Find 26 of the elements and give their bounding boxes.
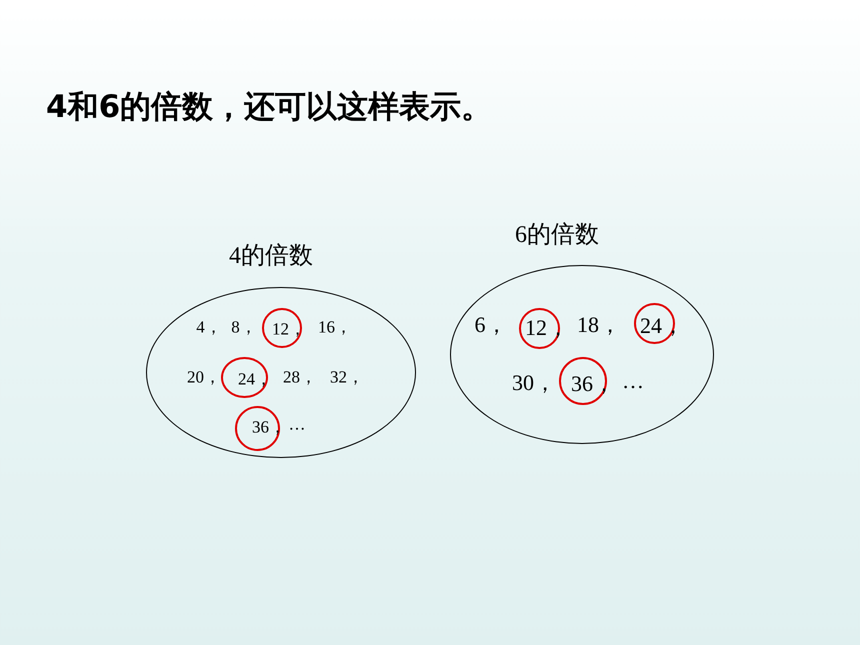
number-circle: [634, 303, 675, 344]
number-circle: [519, 308, 560, 349]
number-circle: [235, 406, 280, 451]
number-text: 8，: [231, 318, 257, 336]
number-circle: [262, 308, 302, 348]
number-text: 12，: [272, 320, 306, 338]
number-text: …: [622, 370, 644, 392]
set-heading: 6的倍数: [515, 223, 599, 247]
number-text: 36，: [571, 373, 615, 395]
number-circle: [221, 357, 268, 398]
number-text: 20，: [187, 368, 221, 386]
set-heading: 4的倍数: [229, 244, 313, 268]
number-text: 24，: [238, 370, 272, 388]
number-text: 32，: [330, 368, 364, 386]
number-text: 24，: [640, 315, 684, 337]
number-text: 28，: [283, 368, 317, 386]
number-text: …: [288, 416, 306, 432]
number-circle: [559, 357, 607, 405]
number-text: 36，: [252, 418, 286, 436]
number-text: 6，: [474, 314, 508, 336]
title: 4和6的倍数，还可以这样表示。: [46, 88, 492, 127]
number-text: 30，: [512, 372, 556, 394]
number-text: 16，: [318, 318, 352, 336]
number-text: 4，: [196, 318, 222, 336]
number-text: 18，: [577, 314, 621, 336]
number-text: 12，: [525, 317, 569, 339]
